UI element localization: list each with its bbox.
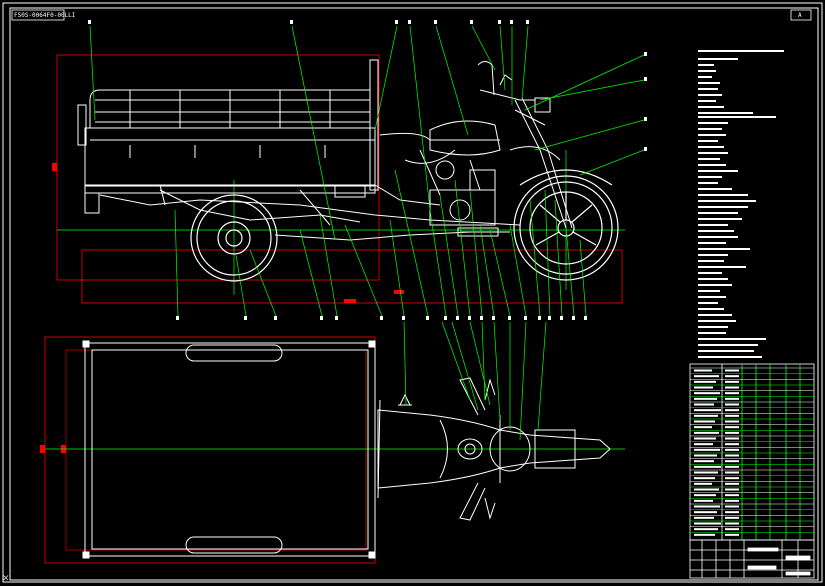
plan-view [40,321,625,564]
side-view-envelope [56,54,380,281]
bom-table [689,363,815,541]
bom-row-text [694,454,717,457]
bom-row-qty [725,437,739,440]
bom-row-qty [725,375,739,378]
bom-row-qty [725,528,739,531]
cargo-box-plan [82,340,376,559]
crosshair-cursor-icon: ✕ [2,574,10,584]
bom-row-qty [725,477,739,480]
drawing-code: FS0S-0064F0-00LLI [14,12,76,19]
bom-row-qty [725,505,739,508]
bom-row-text [694,516,714,519]
bom-row-qty [725,511,739,514]
side-marker-left [52,163,57,171]
bom-row-text [694,414,718,417]
bom-row-qty [725,409,739,412]
bom-row-text [694,528,718,531]
motorcycle-plan [377,377,611,521]
bom-row-text [694,505,720,508]
bom-row-text [694,448,720,451]
bom-row-qty [725,522,739,525]
bom-row-text [694,477,715,480]
side-leaders-bottom [174,169,587,317]
bom-row-text [694,369,712,372]
sheet-mark-box: A [790,9,812,21]
bom-row-text [694,488,719,491]
bom-row-qty [725,392,739,395]
bom-row-text [694,375,719,378]
bom-row-text [694,511,717,514]
bom-row-qty [725,516,739,519]
cargo-box-side [77,59,379,214]
bom-row-qty [725,465,739,468]
bom-row-text [694,443,713,446]
plan-leaders [403,321,547,441]
bom-row-qty [725,431,739,434]
plan-marker-left [40,445,45,453]
bom-row-text [694,431,719,434]
bom-row-qty [725,397,739,400]
bom-row-text [694,499,713,502]
drawing-code-box: FS0S-0064F0-00LLI [11,9,76,21]
bom-row-text [694,471,718,474]
side-view [52,20,647,320]
bom-row-qty [725,420,739,423]
bom-row-text [694,482,712,485]
bom-row-qty [725,494,739,497]
bom-table-rows [690,367,814,536]
rear-wheel-side [190,194,278,282]
bom-row-text [694,403,714,406]
bom-row-qty [725,454,739,457]
plan-envelope [44,336,376,564]
side-view-envelope-2 [81,249,623,304]
bom-row-text [694,420,715,423]
side-leaders-top [89,25,645,241]
bom-row-qty [725,488,739,491]
bom-row-text [694,465,721,468]
side-marker-bottom-2 [394,290,404,294]
bom-row-qty [725,369,739,372]
bom-row-text [694,494,716,497]
plan-envelope-inner [65,349,367,551]
bom-row-qty [725,533,739,536]
bom-row-qty [725,386,739,389]
bom-row-qty [725,471,739,474]
parts-list-text [698,50,784,358]
engine-frame-side [374,120,510,237]
bom-row-text [694,533,715,536]
side-marker-bottom [344,299,356,303]
bom-row-text [694,426,712,429]
bom-row-qty [725,426,739,429]
bom-row-qty [725,499,739,502]
bom-row-text [694,392,720,395]
bom-row-text [694,409,721,412]
front-fork-side [477,61,573,229]
bom-row-text [694,522,721,525]
side-callouts-top [88,20,647,151]
bom-row-text [694,397,717,400]
title-block [689,539,815,579]
bom-row-qty [725,443,739,446]
bom-row-text [694,380,716,383]
bom-row-qty [725,460,739,463]
bom-row-qty [725,380,739,383]
front-wheel-side [513,169,619,281]
bom-row-text [694,437,716,440]
bom-row-qty [725,403,739,406]
sheet-mark: A [798,12,802,19]
side-callouts-bottom [176,316,587,320]
bom-row-text [694,460,714,463]
bom-row-qty [725,414,739,417]
bom-row-text [694,386,713,389]
inner-frame [9,7,819,581]
bom-row-qty [725,482,739,485]
bom-row-qty [725,448,739,451]
